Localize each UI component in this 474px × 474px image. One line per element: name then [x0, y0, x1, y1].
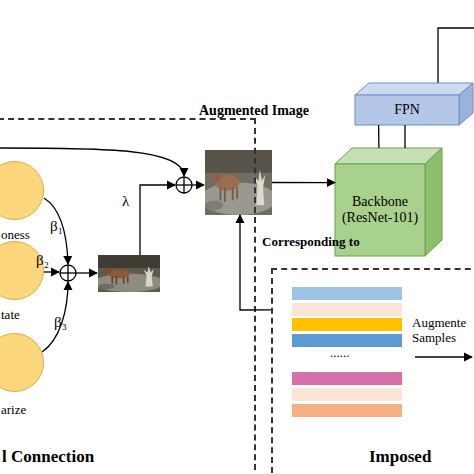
annotation-label: β₂: [36, 252, 66, 269]
output-wire: [438, 28, 474, 86]
block-top: [335, 148, 442, 164]
image-title: Augmented Image: [199, 103, 329, 119]
block-label: FPN: [355, 95, 459, 125]
block-side: [425, 148, 442, 256]
annotation-label: β₃: [54, 314, 84, 331]
sample-bars: [292, 287, 402, 417]
operation-circle: arize: [0, 333, 44, 392]
image-tint: [205, 150, 272, 215]
annotation-label: β₁: [50, 218, 80, 235]
connector-arrow: [240, 215, 271, 310]
connector-arrow: [404, 125, 405, 148]
fpn-block: FPN: [355, 83, 473, 125]
dashed-group: l Connection oness tate arize: [0, 118, 256, 474]
annotation-label: Augmente Samples: [412, 316, 473, 346]
image-box: Augmented Image: [205, 150, 272, 215]
edge-label: Corresponding to: [262, 235, 360, 250]
connector-arrow: [378, 125, 380, 148]
annotation-label: ......: [330, 346, 380, 361]
operation-circle: oness: [0, 161, 44, 220]
operation-circle: tate: [0, 241, 44, 300]
mix-wire: [76, 272, 97, 273]
group-title: l Connection: [2, 447, 222, 467]
sum-junction: [60, 265, 76, 281]
annotation-label: λ: [122, 193, 142, 210]
operation-name: tate: [1, 308, 61, 323]
sum-wire: [192, 184, 204, 185]
connector-arrow: [272, 182, 335, 183]
lambda-wire: [140, 185, 175, 255]
sum-junction: [176, 177, 192, 193]
operation-name: arize: [1, 403, 61, 418]
group-title: Imposed: [369, 447, 474, 467]
weight-wire: [44, 271, 59, 272]
augmented-image: [201, 150, 277, 215]
block-front: [355, 95, 459, 125]
samples-wire: [415, 356, 472, 357]
block-top: [355, 83, 473, 95]
dashed-group: Imposed: [271, 268, 474, 474]
intermediate-image: [94, 255, 164, 292]
block-side: [459, 83, 473, 125]
